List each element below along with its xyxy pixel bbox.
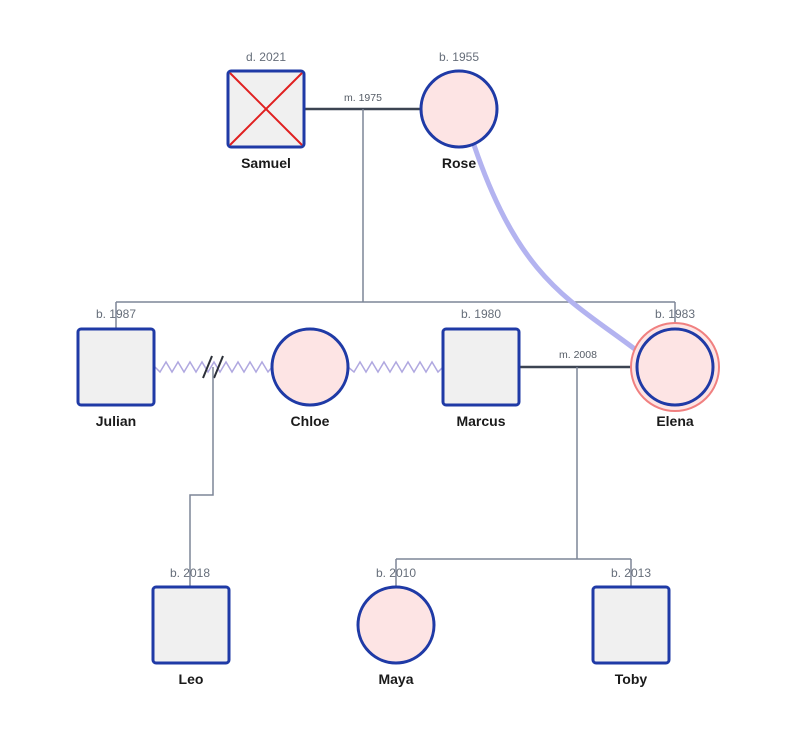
person-info: b. 1980 (461, 307, 501, 321)
person-name: Julian (96, 413, 136, 429)
marriage-label-samuel-rose: m. 1975 (344, 92, 382, 104)
person-name: Rose (442, 155, 476, 171)
female-circle-icon (419, 69, 499, 149)
person-name: Chloe (291, 413, 330, 429)
person-info: b. 2018 (170, 566, 210, 580)
female-circle-icon (270, 327, 350, 407)
person-info: b. 1955 (439, 50, 479, 64)
person-marcus[interactable]: b. 1980 Marcus (441, 307, 521, 429)
male-square-icon (591, 585, 671, 665)
conflict-line-julian-chloe (154, 360, 273, 374)
male-square-icon (151, 585, 231, 665)
person-elena[interactable]: b. 1983 Elena (630, 307, 720, 429)
person-name: Marcus (456, 413, 505, 429)
descent-line-leo (189, 367, 214, 587)
person-chloe[interactable]: Chloe (270, 327, 350, 429)
person-toby[interactable]: b. 2013 Toby (591, 566, 671, 687)
person-maya[interactable]: b. 2010 Maya (356, 566, 436, 687)
conflict-line-chloe-marcus (347, 360, 444, 374)
person-name: Toby (615, 671, 648, 687)
deceased-x-icon (229, 72, 303, 146)
divorce-mark-2 (213, 355, 224, 379)
person-name: Samuel (241, 155, 291, 171)
person-samuel[interactable]: d. 2021 Samuel (226, 50, 306, 171)
person-info: b. 2013 (611, 566, 651, 580)
female-circle-icon (635, 327, 715, 407)
bond-curve-rose-elena (471, 142, 639, 353)
person-info: b. 2010 (376, 566, 416, 580)
female-circle-icon (356, 585, 436, 665)
person-info: b. 1983 (655, 307, 695, 321)
person-name: Elena (656, 413, 694, 429)
male-square-icon (76, 327, 156, 407)
person-info: b. 1987 (96, 307, 136, 321)
person-leo[interactable]: b. 2018 Leo (151, 566, 231, 687)
person-rose[interactable]: b. 1955 Rose (419, 50, 499, 171)
connectors (115, 107, 676, 587)
male-square-icon (441, 327, 521, 407)
person-name: Leo (179, 671, 204, 687)
person-julian[interactable]: b. 1987 Julian (76, 307, 156, 429)
person-info: d. 2021 (246, 50, 286, 64)
marriage-label-marcus-elena: m. 2008 (559, 349, 597, 361)
person-name: Maya (378, 671, 413, 687)
divorce-mark-1 (202, 355, 213, 379)
